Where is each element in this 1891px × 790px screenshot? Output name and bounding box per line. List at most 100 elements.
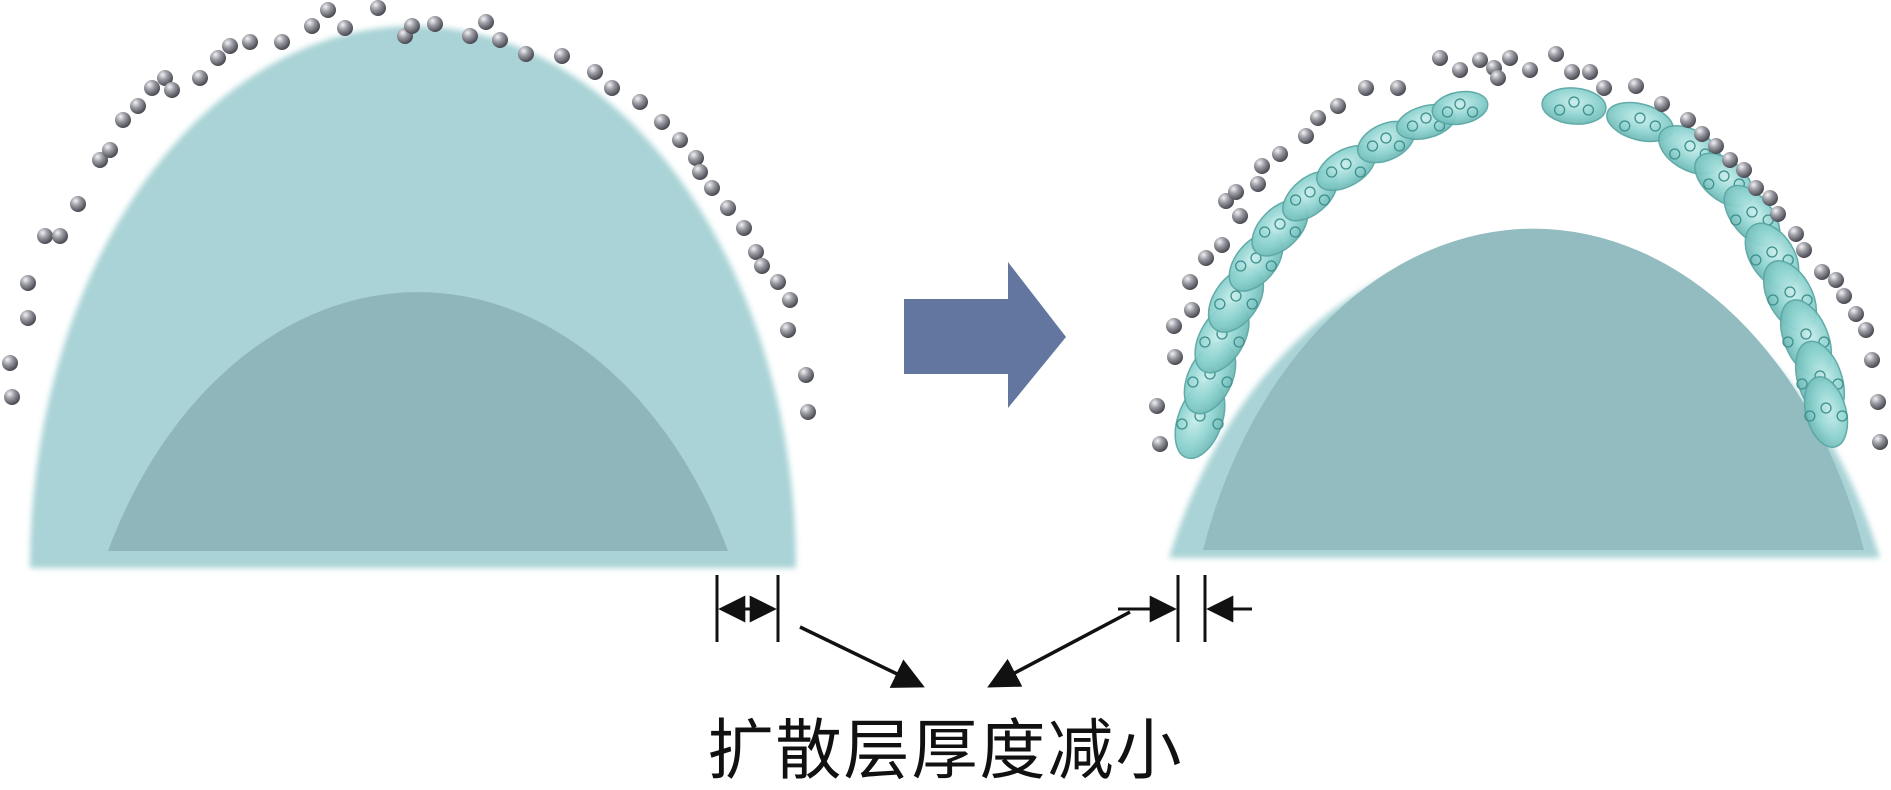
particle-icon: [102, 142, 118, 158]
crystal-texture: [1366, 140, 1379, 152]
right-inner-core: [1203, 228, 1864, 550]
crystal-texture: [1784, 286, 1796, 298]
particle-icon: [1149, 398, 1165, 414]
particle-icon: [780, 322, 796, 338]
particle-icon: [164, 82, 180, 98]
particle-icon: [4, 389, 20, 405]
particle-icon: [337, 20, 353, 36]
particle-icon: [672, 132, 688, 148]
particle-icon: [1770, 206, 1786, 222]
crystal-texture: [1766, 246, 1778, 258]
left-panel: [2, 0, 816, 568]
crystal-texture: [1199, 336, 1211, 348]
crystal-texture: [1454, 98, 1466, 110]
crystal-texture: [1767, 294, 1779, 306]
particle-icon: [754, 258, 770, 274]
transition-arrow-icon: [904, 262, 1066, 408]
particle-icon: [1228, 184, 1244, 200]
caption-label: 扩散层厚度减小: [707, 712, 1184, 789]
crystal-texture: [1265, 260, 1277, 272]
crystal-texture: [1304, 186, 1316, 198]
particle-icon: [1254, 158, 1270, 174]
particle-icon: [1872, 434, 1888, 450]
particle-icon: [1788, 226, 1804, 242]
left-inner-core: [108, 292, 728, 551]
particle-icon: [1708, 138, 1724, 154]
crystal-texture: [1441, 106, 1454, 118]
particle-icon: [654, 114, 670, 130]
crystal-texture: [1325, 166, 1338, 178]
particle-icon: [632, 94, 648, 110]
particle-icon: [130, 98, 146, 114]
crystal-texture: [1221, 376, 1233, 388]
crystal-deposit-icon: [1803, 376, 1849, 448]
particle-icon: [20, 275, 36, 291]
crystal-texture: [1649, 120, 1661, 132]
particle-icon: [1184, 302, 1200, 318]
particle-icon: [1182, 274, 1198, 290]
right-panel: [1149, 46, 1888, 558]
crystal-texture: [1800, 328, 1812, 340]
particle-icon: [1814, 264, 1830, 280]
crystal-texture: [1750, 254, 1762, 266]
right-thickness-indicator: [1118, 575, 1252, 642]
crystal-texture: [1746, 206, 1758, 218]
particle-icon: [404, 18, 420, 34]
particle-icon: [736, 220, 752, 236]
left-thickness-indicator: [715, 575, 780, 642]
particle-icon: [1736, 162, 1752, 178]
particle-icon: [1167, 349, 1183, 365]
particle-icon: [210, 50, 226, 66]
particle-icon: [1548, 46, 1564, 62]
particle-icon: [692, 164, 708, 180]
particle-icon: [1166, 318, 1182, 334]
particle-icon: [688, 150, 704, 166]
particle-icon: [1490, 70, 1506, 86]
particle-icon: [274, 34, 290, 50]
particle-icon: [1272, 146, 1288, 162]
particle-icon: [1848, 306, 1864, 322]
particle-icon: [604, 80, 620, 96]
particle-icon: [1654, 96, 1670, 112]
particle-icon: [1250, 176, 1266, 192]
particle-icon: [518, 46, 534, 62]
particle-icon: [92, 152, 108, 168]
particle-icon: [800, 404, 816, 420]
crystal-texture: [1820, 402, 1832, 414]
crystal-texture: [1804, 410, 1816, 422]
particle-icon: [1452, 62, 1468, 78]
crystal-texture: [1318, 194, 1331, 206]
caption-pointer-arrows: [799, 610, 1131, 688]
particle-icon: [798, 367, 814, 383]
particle-icon: [1330, 98, 1346, 114]
particle-icon: [1836, 288, 1852, 304]
left-particles: [2, 0, 816, 420]
particle-icon: [1472, 52, 1488, 68]
particle-icon: [1390, 80, 1406, 96]
particle-icon: [1796, 242, 1812, 258]
particle-icon: [478, 14, 494, 30]
crystal-texture: [1406, 120, 1419, 132]
particle-icon: [1748, 180, 1764, 196]
crystal-texture: [1684, 140, 1696, 152]
crystal-texture: [1619, 120, 1631, 132]
particle-icon: [782, 292, 798, 308]
crystal-texture: [1669, 148, 1681, 160]
particle-icon: [492, 32, 508, 48]
crystal-texture: [1259, 226, 1271, 238]
crystal-texture: [1212, 418, 1224, 430]
crystal-texture: [1466, 106, 1479, 118]
crystal-texture: [1582, 104, 1595, 116]
crystal-texture: [1354, 166, 1367, 178]
particle-icon: [20, 310, 36, 326]
particle-icon: [462, 28, 478, 44]
particle-icon: [1310, 110, 1326, 126]
particle-icon: [304, 18, 320, 34]
particle-icon: [70, 196, 86, 212]
particle-icon: [748, 244, 764, 260]
particle-icon: [320, 2, 336, 18]
particle-icon: [2, 355, 18, 371]
particle-icon: [1628, 78, 1644, 94]
crystal-texture: [1634, 112, 1646, 124]
